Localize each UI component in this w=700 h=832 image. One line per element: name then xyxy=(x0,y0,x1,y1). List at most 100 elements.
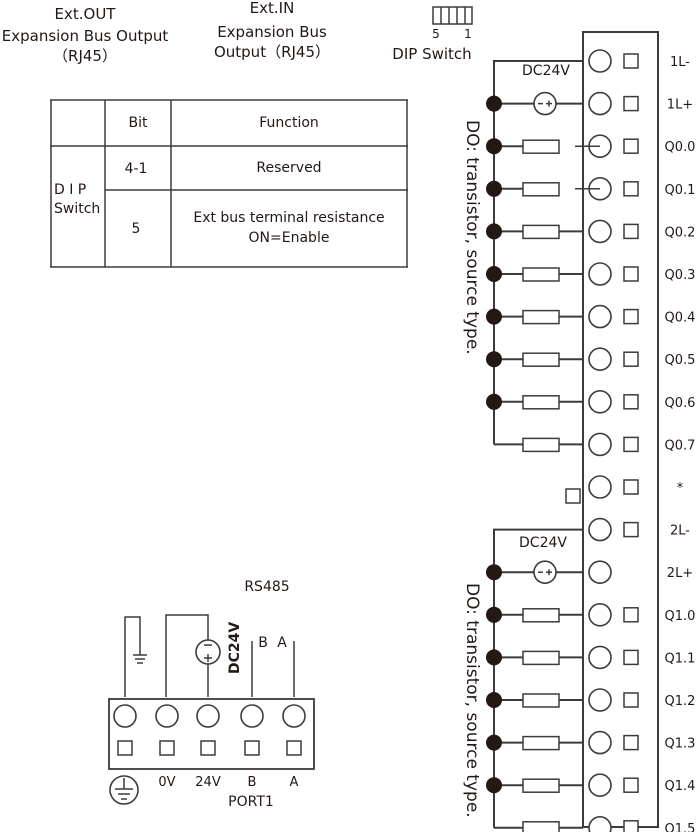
terminal-label: 2L+ xyxy=(667,566,693,581)
dip-switch-label: DIP Switch xyxy=(392,45,471,63)
load-resistor-icon xyxy=(522,224,560,240)
spare-indicator xyxy=(565,488,581,504)
terminal-indicator xyxy=(623,138,639,154)
junction-dot xyxy=(486,308,502,325)
ext-in-title: Ext.IN xyxy=(250,0,295,17)
terminal-screw xyxy=(588,49,612,73)
terminal-screw xyxy=(588,432,612,457)
load-resistor-icon xyxy=(522,650,560,666)
ext-out-title: Ext.OUT xyxy=(55,5,117,23)
terminal-label: Q1.1 xyxy=(665,651,696,666)
terminal-screw xyxy=(588,645,612,670)
terminal-label: Q0.7 xyxy=(665,438,696,453)
ext-in-label-group: Ext.IN Expansion Bus Output（RJ45） xyxy=(214,0,330,61)
port1-supply-label: DC24V xyxy=(227,622,243,674)
terminal-indicator xyxy=(623,266,639,282)
port1-terminal-screw xyxy=(196,704,220,728)
junction-dot xyxy=(486,138,502,155)
terminal-indicator xyxy=(623,734,639,751)
table-row-bit: 5 xyxy=(132,221,141,237)
ext-out-connector: （RJ45） xyxy=(53,47,117,65)
terminal-label: Q1.2 xyxy=(665,694,696,709)
terminal-indicator xyxy=(623,607,639,623)
load-resistor-icon xyxy=(522,437,560,453)
terminal-indicator xyxy=(623,223,639,240)
terminal-label: Q0.5 xyxy=(665,353,696,368)
junction-dot xyxy=(486,223,502,240)
port1-terminal-label: 0V xyxy=(158,775,175,790)
bus-b-label: B xyxy=(258,635,268,651)
terminal-screw xyxy=(588,475,612,499)
terminal-screw xyxy=(588,219,612,244)
port1-terminal-indicator xyxy=(159,740,175,756)
terminal-label: Q1.5 xyxy=(665,822,696,832)
port1-terminal-indicator xyxy=(244,740,260,756)
common-rail xyxy=(493,60,583,445)
load-resistor-icon xyxy=(522,352,560,367)
port1-label: PORT1 xyxy=(228,794,274,810)
common-rail xyxy=(493,528,583,828)
terminal-label: Q1.0 xyxy=(665,609,696,624)
terminal-screw xyxy=(588,347,612,372)
junction-dot xyxy=(486,606,502,623)
junction-dot xyxy=(486,95,502,112)
port1-terminal-screw xyxy=(282,704,306,728)
port1-terminal-screw xyxy=(113,704,137,728)
terminal-label: Q0.2 xyxy=(665,225,696,240)
load-resistor-icon xyxy=(522,693,560,708)
dip-switch-icon xyxy=(432,6,473,25)
terminal-indicator xyxy=(623,521,639,538)
port1-terminal-label: 24V xyxy=(195,775,221,790)
terminal-indicator xyxy=(623,692,639,708)
load-resistor-icon xyxy=(522,395,560,410)
output-terminal-labels: 1L-1L+Q0.0Q0.1Q0.2Q0.3Q0.4Q0.5Q0.6Q0.7*2… xyxy=(665,55,696,832)
terminal-indicator xyxy=(623,649,639,666)
load-resistor-icon xyxy=(522,182,560,197)
table-row-function-note: ON=Enable xyxy=(249,230,330,246)
port1-terminal-label: B xyxy=(248,775,257,790)
terminal-label: Q0.3 xyxy=(665,268,696,283)
terminal-screw xyxy=(588,304,612,329)
terminal-label: Q0.1 xyxy=(665,183,696,198)
terminal-indicator xyxy=(623,777,639,793)
dc-source-icon xyxy=(195,639,221,665)
terminal-screw xyxy=(588,773,612,798)
terminal-indicator xyxy=(623,479,639,495)
terminal-indicator xyxy=(623,95,639,112)
load-resistor-icon xyxy=(522,139,560,154)
terminal-label: Q0.0 xyxy=(665,140,696,155)
terminal-label: Q0.4 xyxy=(665,311,696,326)
earth-icon xyxy=(109,775,139,805)
group2-supply-label: DC24V xyxy=(519,535,567,551)
load-resistor-icon xyxy=(522,821,560,832)
junction-dot xyxy=(486,393,502,410)
ground-wire xyxy=(124,616,141,697)
group2-caption: DO: transistor, source type. xyxy=(462,583,482,818)
terminal-label: Q0.6 xyxy=(665,396,696,411)
terminal-indicator xyxy=(623,351,639,367)
terminal-label: * xyxy=(677,481,684,496)
load-resistor-icon xyxy=(522,735,560,751)
terminal-label: 1L+ xyxy=(667,98,693,113)
rs485-title: RS485 xyxy=(244,579,289,595)
port1-terminal-indicator xyxy=(200,740,216,756)
terminal-screw xyxy=(588,816,612,832)
terminal-label: 2L- xyxy=(670,524,690,539)
table-group-label-line2: Switch xyxy=(54,201,100,217)
terminal-screw xyxy=(588,688,612,712)
ground-symbol-icon xyxy=(133,654,147,664)
load-resistor-icon xyxy=(522,608,560,623)
ext-in-connector: Output（RJ45） xyxy=(214,43,330,61)
table-row-function: Ext bus terminal resistance xyxy=(193,210,384,226)
load-resistor-icon xyxy=(522,267,560,282)
terminal-indicator xyxy=(623,53,639,69)
terminal-screw xyxy=(588,602,612,627)
table-row-function: Reserved xyxy=(256,160,321,176)
junction-dot xyxy=(486,180,502,197)
terminal-label: Q1.4 xyxy=(665,779,696,794)
group1-caption: DO: transistor, source type. xyxy=(462,120,482,355)
junction-dot xyxy=(486,777,502,794)
